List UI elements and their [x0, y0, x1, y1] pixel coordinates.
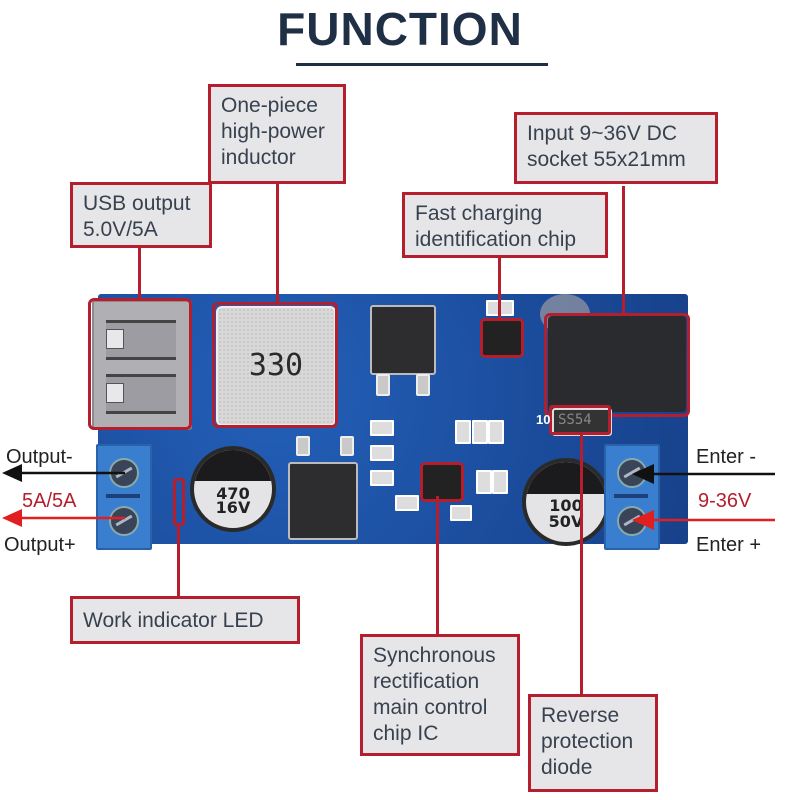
- usb-port: [92, 300, 192, 430]
- fast-charging-chip: [480, 318, 524, 358]
- callout-text: USB output: [83, 192, 191, 215]
- leader-reverse-diode: [580, 434, 583, 696]
- callout-sync-ic: Synchronous rectification main control c…: [360, 634, 520, 756]
- smd-resistor: [370, 420, 394, 436]
- arrow-left-icon: [632, 464, 654, 484]
- inductor: 330: [216, 306, 336, 426]
- label-enter-plus: Enter +: [696, 534, 762, 556]
- top-mosfet: [370, 305, 436, 375]
- cap-marking: 100: [549, 496, 583, 515]
- diode-highlight: [549, 405, 611, 435]
- smd-resistor: [488, 420, 504, 444]
- label-output-minus: Output-: [6, 446, 73, 468]
- label-input-range: 9-36V: [698, 490, 752, 512]
- callout-text: identification chip: [415, 228, 577, 251]
- leader-fast-charging: [498, 256, 501, 318]
- callout-text: Reverse: [541, 704, 620, 727]
- inductor-highlight: [212, 302, 338, 428]
- arrow-enter-minus: [632, 464, 775, 484]
- callout-fast-charging: Fast charging identification chip: [402, 192, 608, 258]
- callout-text: Work indicator LED: [83, 609, 264, 632]
- silkscreen-label: 10: [536, 412, 551, 427]
- usb-contact-bottom: [106, 374, 176, 414]
- page-title: FUNCTION: [277, 3, 523, 55]
- mosfet-pin: [376, 374, 390, 396]
- leader-usb: [138, 246, 141, 300]
- mosfet-pin: [340, 436, 354, 456]
- callout-text: high-power: [221, 120, 325, 143]
- callout-inductor: One-piece high-power inductor: [208, 84, 346, 184]
- callout-text: One-piece: [221, 94, 318, 117]
- cap-marking: 16V: [215, 498, 251, 517]
- output-capacitor: 470 16V: [190, 446, 276, 532]
- callout-input-socket: Input 9~36V DC socket 55x21mm: [514, 112, 718, 184]
- cap-marking: 50V: [548, 512, 584, 531]
- smd-resistor: [455, 420, 471, 444]
- smd-resistor: [370, 470, 394, 486]
- smd-resistor: [476, 470, 492, 494]
- work-led: [173, 478, 185, 526]
- label-output-rating: 5A/5A: [22, 490, 77, 512]
- callout-text: inductor: [221, 146, 296, 169]
- smd-resistor: [450, 505, 472, 521]
- callout-text: protection: [541, 730, 634, 753]
- dc-jack: [548, 316, 686, 412]
- callout-text: Fast charging: [415, 202, 543, 225]
- arrow-enter-plus: [632, 510, 775, 530]
- leader-work-led: [177, 526, 180, 598]
- cap-marking: 470: [216, 484, 250, 503]
- arrow-output-minus: [2, 464, 125, 482]
- dc-jack-highlight: [544, 313, 690, 417]
- callout-reverse-diode: Reverse protection diode: [528, 694, 658, 792]
- capacitor-band: [526, 462, 606, 494]
- smd-resistor: [472, 420, 488, 444]
- label-output-plus: Output+: [4, 534, 76, 556]
- callout-usb-output: USB output 5.0V/5A: [70, 182, 212, 248]
- callout-text: rectification: [373, 670, 480, 693]
- label-enter-minus: Enter -: [696, 446, 757, 468]
- terminal-divider: [106, 494, 140, 498]
- title-underline: [296, 63, 548, 66]
- terminal-divider: [614, 494, 648, 498]
- usb-contact-top: [106, 320, 176, 360]
- leader-sync-ic: [436, 496, 439, 634]
- diode-marking: SS54: [558, 412, 592, 428]
- mosfet-pin: [296, 436, 310, 456]
- smd-resistor: [370, 445, 394, 461]
- capacitor-band: [194, 450, 272, 482]
- arrow-left-icon: [2, 509, 22, 527]
- callout-text: diode: [541, 756, 593, 779]
- callout-text: main control: [373, 696, 488, 719]
- leader-inductor: [276, 182, 279, 302]
- arrow-output-plus: [2, 509, 125, 527]
- smd-resistor: [492, 470, 508, 494]
- callout-text: Synchronous: [373, 644, 496, 667]
- sync-control-ic: [420, 462, 464, 502]
- bottom-mosfet: [288, 462, 358, 540]
- arrow-left-icon: [2, 464, 22, 482]
- callout-text: chip IC: [373, 722, 439, 745]
- screw-icon: [109, 506, 139, 536]
- callout-text: 5.0V/5A: [83, 218, 158, 241]
- leader-input-socket: [622, 186, 625, 314]
- arrow-left-icon: [632, 510, 654, 530]
- mosfet-pin: [416, 374, 430, 396]
- smd-resistor: [395, 495, 419, 511]
- callout-text: Input 9~36V DC: [527, 122, 678, 145]
- callout-text: socket 55x21mm: [527, 148, 686, 171]
- inductor-marking: 330: [248, 348, 304, 383]
- callout-work-led: Work indicator LED: [70, 596, 300, 644]
